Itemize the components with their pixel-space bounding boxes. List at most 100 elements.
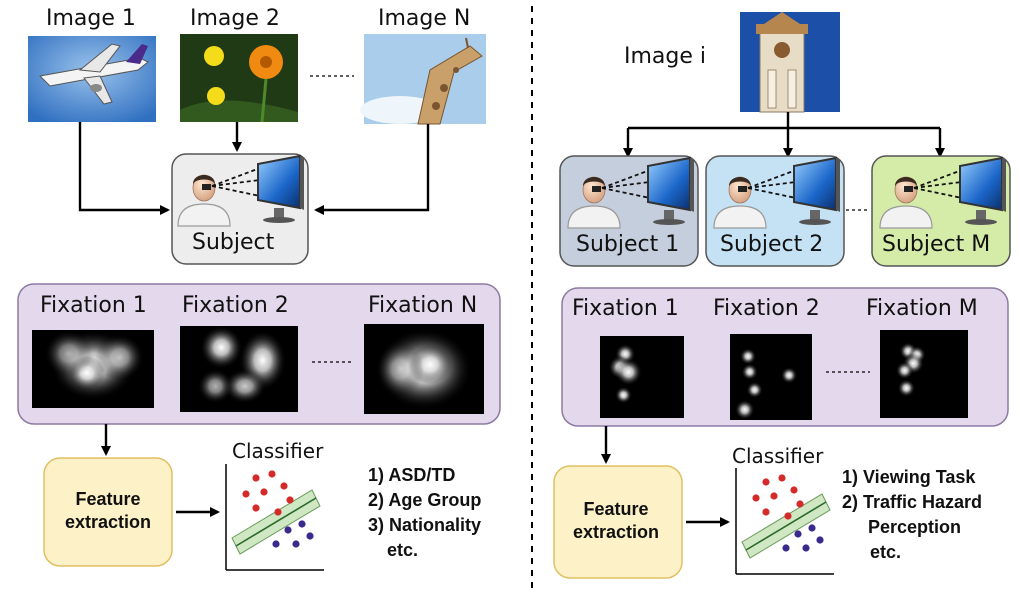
blue-point-3 xyxy=(802,544,810,552)
window-1 xyxy=(767,69,777,109)
ossicone xyxy=(465,37,469,49)
right-output-etc: etc. xyxy=(870,542,902,562)
fixation-blob-0 xyxy=(200,326,243,369)
red-point-0 xyxy=(252,474,260,482)
subject-1-label: Subject 1 xyxy=(576,232,680,257)
image-1-label: Image 1 xyxy=(46,6,136,31)
spot-1 xyxy=(440,84,448,92)
subject-2-label: Subject 2 xyxy=(720,232,824,257)
left-fixation-map-2 xyxy=(180,326,298,412)
decision-boundary xyxy=(235,497,317,547)
blue-point-2 xyxy=(306,532,314,540)
image-2-flowers xyxy=(180,34,298,123)
blue-point-3 xyxy=(292,540,300,548)
left-feature-box xyxy=(43,457,173,567)
fixation-blob-3 xyxy=(44,330,93,377)
fixation-dot-2 xyxy=(746,381,763,399)
red-point-4 xyxy=(790,486,798,494)
left-output-etc: etc. xyxy=(387,540,419,560)
image-2-label: Image 2 xyxy=(190,6,280,31)
left-fixation-1-label: Fixation 1 xyxy=(40,293,147,318)
fixation-dot-4 xyxy=(734,399,755,420)
subject-m-label: Subject M xyxy=(882,232,991,257)
left-fixation-map-1 xyxy=(32,330,154,408)
left-fixation-2-label: Fixation 2 xyxy=(182,293,289,318)
feature-line-1: Feature xyxy=(583,499,649,519)
left-output-3: 3) Nationality xyxy=(368,515,482,535)
tower-cornice xyxy=(756,24,808,34)
red-point-5 xyxy=(286,496,294,504)
red-point-4 xyxy=(280,482,288,490)
red-point-1 xyxy=(268,470,276,478)
blue-point-1 xyxy=(808,524,816,532)
left-fixation-map-n xyxy=(364,324,484,414)
left-feature-extraction-text: Feature extraction xyxy=(44,488,172,533)
blue-point-4 xyxy=(782,544,790,552)
image-1-airplane xyxy=(28,36,156,122)
tail xyxy=(126,44,148,64)
blue-point-2 xyxy=(816,536,824,544)
arrow-image1-to-subject xyxy=(78,122,170,215)
fixation-blob-2 xyxy=(95,333,145,381)
left-classifier-plot xyxy=(225,464,324,571)
feature-line-2: extraction xyxy=(64,511,152,532)
orange-center xyxy=(260,56,272,68)
right-output-1: 1) Viewing Task xyxy=(842,467,976,487)
left-output-2: 2) Age Group xyxy=(368,490,482,510)
red-point-7 xyxy=(784,512,792,520)
decision-boundary xyxy=(745,501,827,551)
image-i-tower xyxy=(740,12,840,113)
fixation-dot-3 xyxy=(780,367,798,384)
blue-point-1 xyxy=(298,520,306,528)
map-bg xyxy=(600,336,684,418)
red-point-0 xyxy=(762,478,770,486)
left-output-1: 1) ASD/TD xyxy=(368,465,456,485)
right-fixation-map-1 xyxy=(600,336,684,418)
fixation-blob-2 xyxy=(223,369,267,404)
blue-point-0 xyxy=(794,530,802,538)
map-bg xyxy=(880,330,968,418)
left-fixation-n-label: Fixation N xyxy=(368,293,478,318)
spot-3 xyxy=(453,67,459,73)
right-fixation-m-label: Fixation M xyxy=(866,296,978,321)
right-fixation-2-label: Fixation 2 xyxy=(713,296,820,321)
right-output-3: Perception xyxy=(868,517,962,537)
engine xyxy=(90,84,102,92)
red-point-7 xyxy=(274,508,282,516)
yellow-flower-2 xyxy=(207,87,225,105)
tower-roof xyxy=(764,12,800,24)
red-point-1 xyxy=(778,474,786,482)
right-feature-box xyxy=(553,465,683,579)
wing xyxy=(78,43,121,73)
feature-line-2: extraction xyxy=(572,521,660,542)
feature-line-1: Feature xyxy=(75,489,141,509)
blue-point-4 xyxy=(272,540,280,548)
red-point-6 xyxy=(762,508,770,516)
right-classifier-plot xyxy=(735,468,834,575)
fixation-dot-1 xyxy=(741,363,758,381)
spot-2 xyxy=(432,102,440,110)
image-n-label: Image N xyxy=(378,6,471,31)
fixation-blob-2 xyxy=(376,342,424,396)
fixation-dot-3 xyxy=(895,361,914,380)
left-classifier-title: Classifier xyxy=(232,439,324,463)
fixation-dot-4 xyxy=(897,379,916,397)
fixation-dot-3 xyxy=(615,386,632,404)
blue-point-0 xyxy=(284,526,292,534)
arrow-imagen-to-subject xyxy=(314,124,430,215)
fixation-blob-3 xyxy=(197,369,234,404)
right-fixation-map-2 xyxy=(730,334,812,420)
red-point-3 xyxy=(260,488,268,496)
stem xyxy=(260,78,268,123)
subject-label: Subject xyxy=(192,230,275,255)
red-point-5 xyxy=(796,500,804,508)
right-feature-extraction-text: Feature extraction xyxy=(552,498,680,543)
red-point-2 xyxy=(242,490,250,498)
fuselage xyxy=(38,57,149,87)
right-classifier-title: Classifier xyxy=(732,444,824,468)
clock xyxy=(774,42,790,58)
leaves xyxy=(180,100,298,122)
image-n-giraffe xyxy=(360,34,486,125)
right-fixation-1-label: Fixation 1 xyxy=(572,296,679,321)
